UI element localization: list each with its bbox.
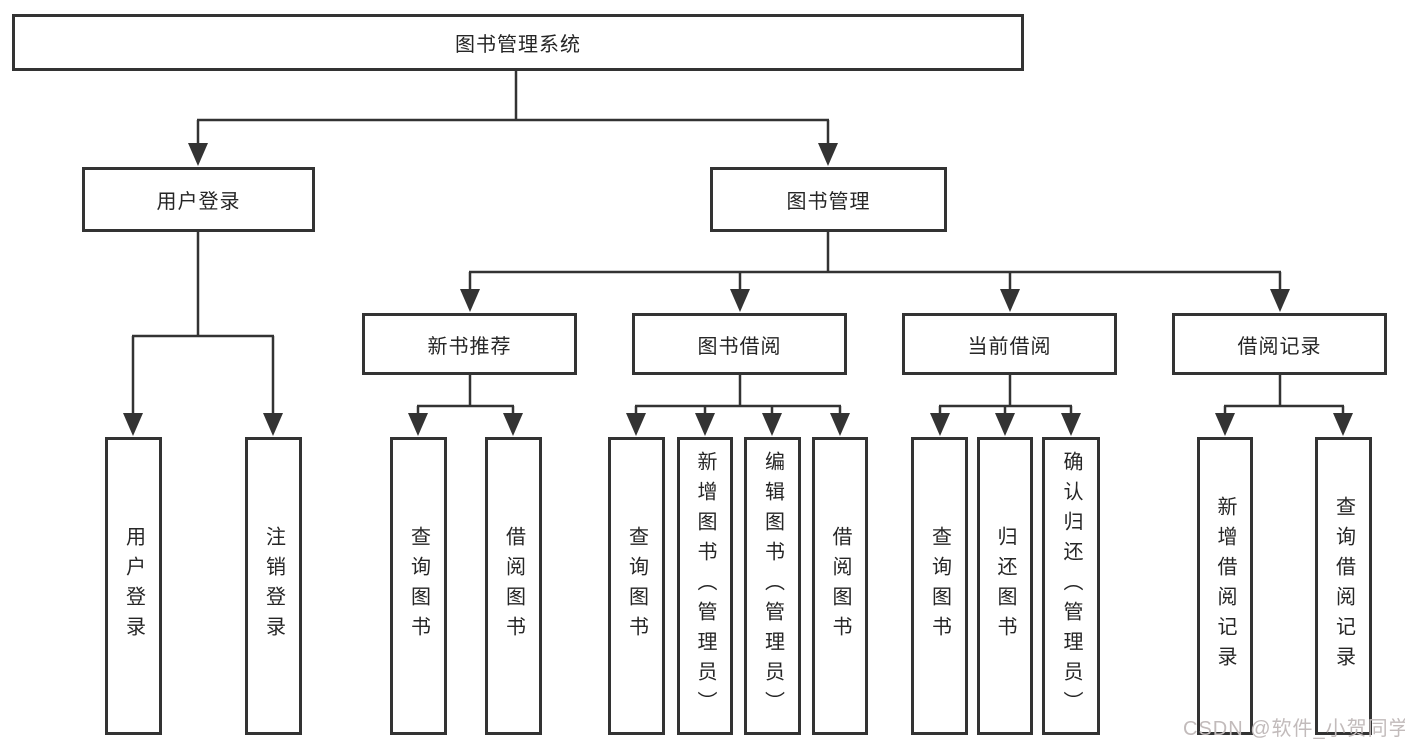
leaf-add-borrow-record: 新增借阅记录: [1197, 437, 1253, 735]
leaf-query-books-current: 查询图书: [911, 437, 968, 735]
leaf-query-books-borrowing: 查询图书: [608, 437, 665, 735]
connector-borrowing-records-to-leaves: [1215, 375, 1353, 436]
leaf-query-books-recommend: 查询图书: [390, 437, 447, 735]
node-book-borrowing: 图书借阅: [632, 313, 847, 375]
leaf-logout: 注销登录: [245, 437, 302, 735]
leaf-confirm-return-admin: 确认归还（管理员）: [1042, 437, 1100, 735]
leaf-edit-books-admin: 编辑图书（管理员）: [744, 437, 801, 735]
leaf-add-books-admin: 新增图书（管理员）: [677, 437, 733, 735]
csdn-watermark: CSDN @软件_小贺同学: [1183, 718, 1405, 740]
node-current-borrowing: 当前借阅: [902, 313, 1117, 375]
connector-current-borrowing-to-leaves: [930, 375, 1081, 436]
leaf-query-borrow-record: 查询借阅记录: [1315, 437, 1372, 735]
connector-new-book-recommend-to-leaves: [408, 375, 523, 436]
node-root-system: 图书管理系统: [12, 14, 1024, 71]
node-new-book-recommend: 新书推荐: [362, 313, 577, 375]
node-borrowing-records: 借阅记录: [1172, 313, 1387, 375]
connector-book-borrowing-to-leaves: [626, 375, 850, 436]
leaf-return-books: 归还图书: [977, 437, 1033, 735]
node-user-login: 用户登录: [82, 167, 315, 232]
node-book-management: 图书管理: [710, 167, 947, 232]
leaf-borrow-books-recommend: 借阅图书: [485, 437, 542, 735]
leaf-borrow-books: 借阅图书: [812, 437, 868, 735]
leaf-user-login: 用户登录: [105, 437, 162, 735]
connector-user-login-to-leaves: [123, 232, 283, 436]
connector-root-to-level2: [188, 71, 838, 166]
connector-book-management-to-level3: [460, 232, 1290, 312]
